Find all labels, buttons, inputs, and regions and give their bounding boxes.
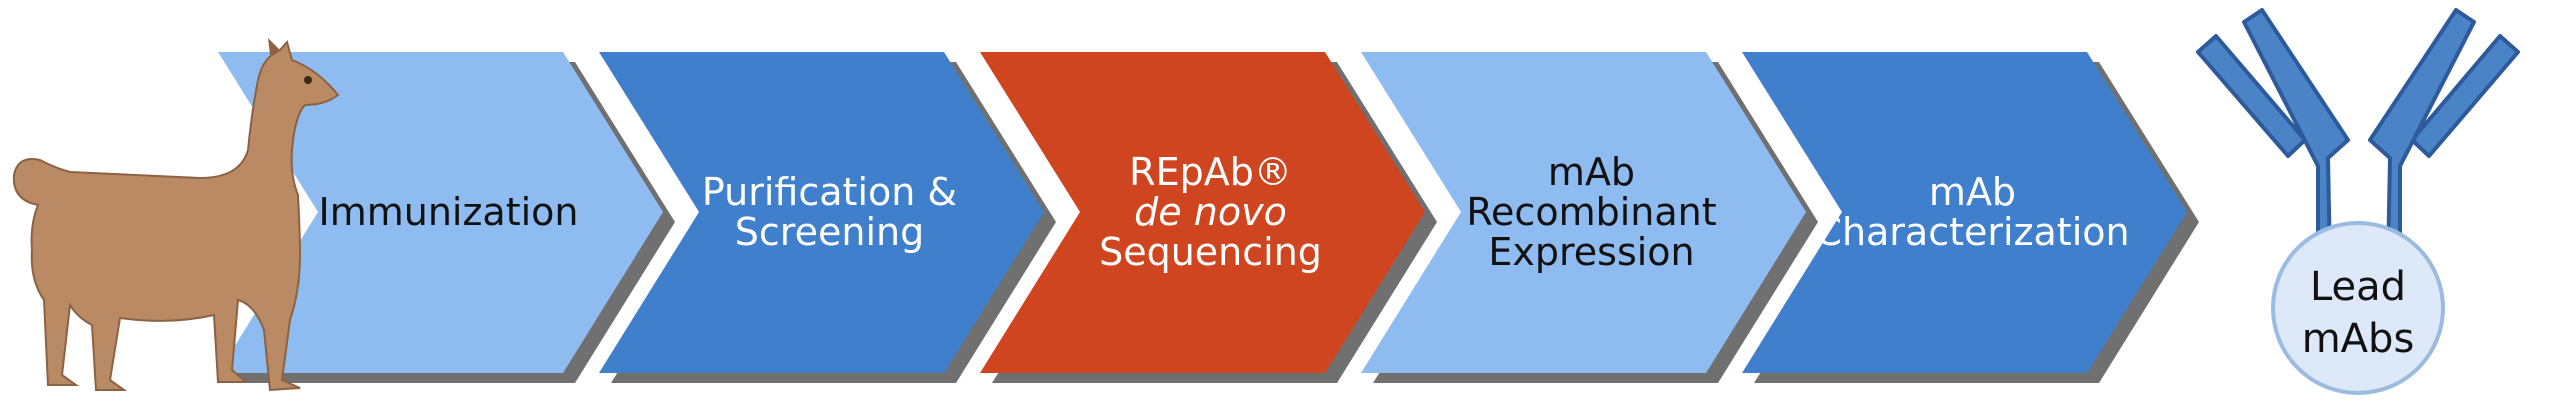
step-immunization: Immunization xyxy=(218,52,675,383)
step-label-line: mAb xyxy=(1548,150,1635,194)
step-label-line: Immunization xyxy=(319,190,579,234)
step-chevron xyxy=(1361,52,1806,373)
step-purification-screening: Purification &Screening xyxy=(599,52,1056,383)
step-label-line: mAb xyxy=(1929,170,2016,214)
lead-label-line: mAbs xyxy=(2302,316,2415,362)
step-chevron xyxy=(599,52,1044,373)
lead-mabs-circle xyxy=(2271,221,2445,395)
step-label-line: REpAb® xyxy=(1129,150,1292,194)
antibody-chain xyxy=(2368,8,2476,264)
step-chevron xyxy=(218,52,663,373)
step-chevron xyxy=(1742,52,2187,373)
lead-label-line: Lead xyxy=(2310,264,2406,310)
step-label-line: Sequencing xyxy=(1099,230,1322,274)
antibody-icon: Lead mAbs xyxy=(2196,8,2520,395)
step-label-line: Characterization xyxy=(1815,210,2129,254)
step-label-line: Expression xyxy=(1488,230,1694,274)
step-label-line: de novo xyxy=(1134,190,1287,234)
step-chevron xyxy=(980,52,1425,373)
step-label-line: Recombinant xyxy=(1466,190,1716,234)
step-label-line: Purification & xyxy=(702,170,957,214)
step-label-line: Screening xyxy=(735,210,924,254)
llama-icon xyxy=(12,38,340,392)
antibody-chain xyxy=(2242,8,2350,264)
